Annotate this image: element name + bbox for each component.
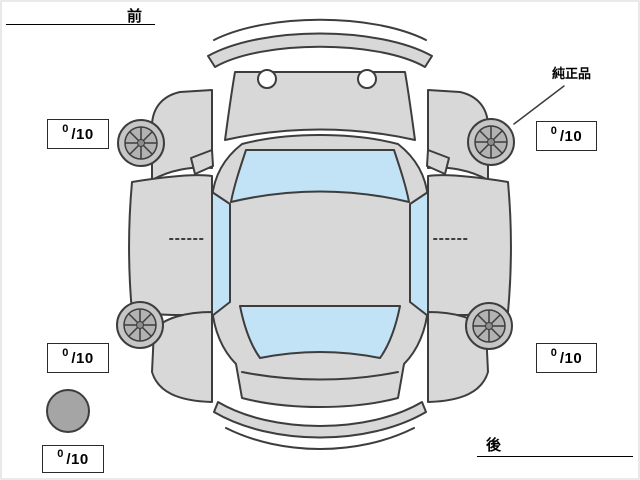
wheel-front-left [117, 119, 165, 167]
tread-score-denominator: /10 [71, 125, 94, 143]
spare-tire [46, 389, 90, 433]
tread-score-value: 0 [57, 448, 64, 460]
trunk-seam-line [241, 371, 399, 381]
tread-score-denominator: /10 [71, 349, 94, 367]
wheel-hub [487, 138, 495, 146]
rear-label: 後 [486, 437, 502, 454]
tread-score-value: 0 [62, 123, 69, 135]
front-bumper [207, 32, 433, 68]
tread-score-spare: 0 /10 [42, 445, 104, 473]
wheel-hub [137, 139, 145, 147]
hood [224, 71, 416, 141]
tread-score-value: 0 [550, 347, 557, 359]
rear-window-glass [239, 305, 401, 359]
genuine-part-label: 純正品 [552, 66, 592, 81]
tread-score-value: 0 [62, 347, 69, 359]
tread-score-rear-right: 0 /10 [536, 343, 597, 373]
rear-label-underline [477, 456, 633, 457]
door-panel-left [128, 174, 213, 317]
wheel-rear-left [116, 301, 164, 349]
genuine-part-leader-line [513, 85, 565, 125]
front-label-underline [6, 24, 155, 25]
front-label: 前 [127, 8, 143, 25]
side-mirror-right [426, 149, 450, 175]
hood-detail-right [357, 69, 377, 89]
tread-score-value: 0 [550, 125, 557, 137]
tread-score-denominator: /10 [559, 127, 583, 145]
tread-score-front-left: 0 /10 [47, 119, 109, 149]
tread-score-front-right: 0 /10 [536, 121, 597, 151]
wheel-rear-right [465, 302, 513, 350]
wheel-front-right [467, 118, 515, 166]
car-outline-group [46, 18, 565, 450]
door-panel-right [427, 174, 512, 317]
rear-bumper [213, 401, 427, 439]
hood-detail-left [257, 69, 277, 89]
side-window-left [211, 191, 231, 317]
tread-score-denominator: /10 [66, 450, 89, 468]
wheel-hub [136, 321, 144, 329]
rear-quarter-panel-left [151, 311, 213, 403]
tread-score-denominator: /10 [559, 349, 583, 367]
front-bumper-lip [213, 18, 427, 41]
tread-score-rear-left: 0 /10 [47, 343, 109, 373]
wheel-hub [485, 322, 493, 330]
rear-bumper-lip [225, 427, 415, 450]
side-mirror-left [190, 149, 214, 175]
side-window-right [409, 191, 429, 317]
windshield-glass [230, 149, 410, 203]
